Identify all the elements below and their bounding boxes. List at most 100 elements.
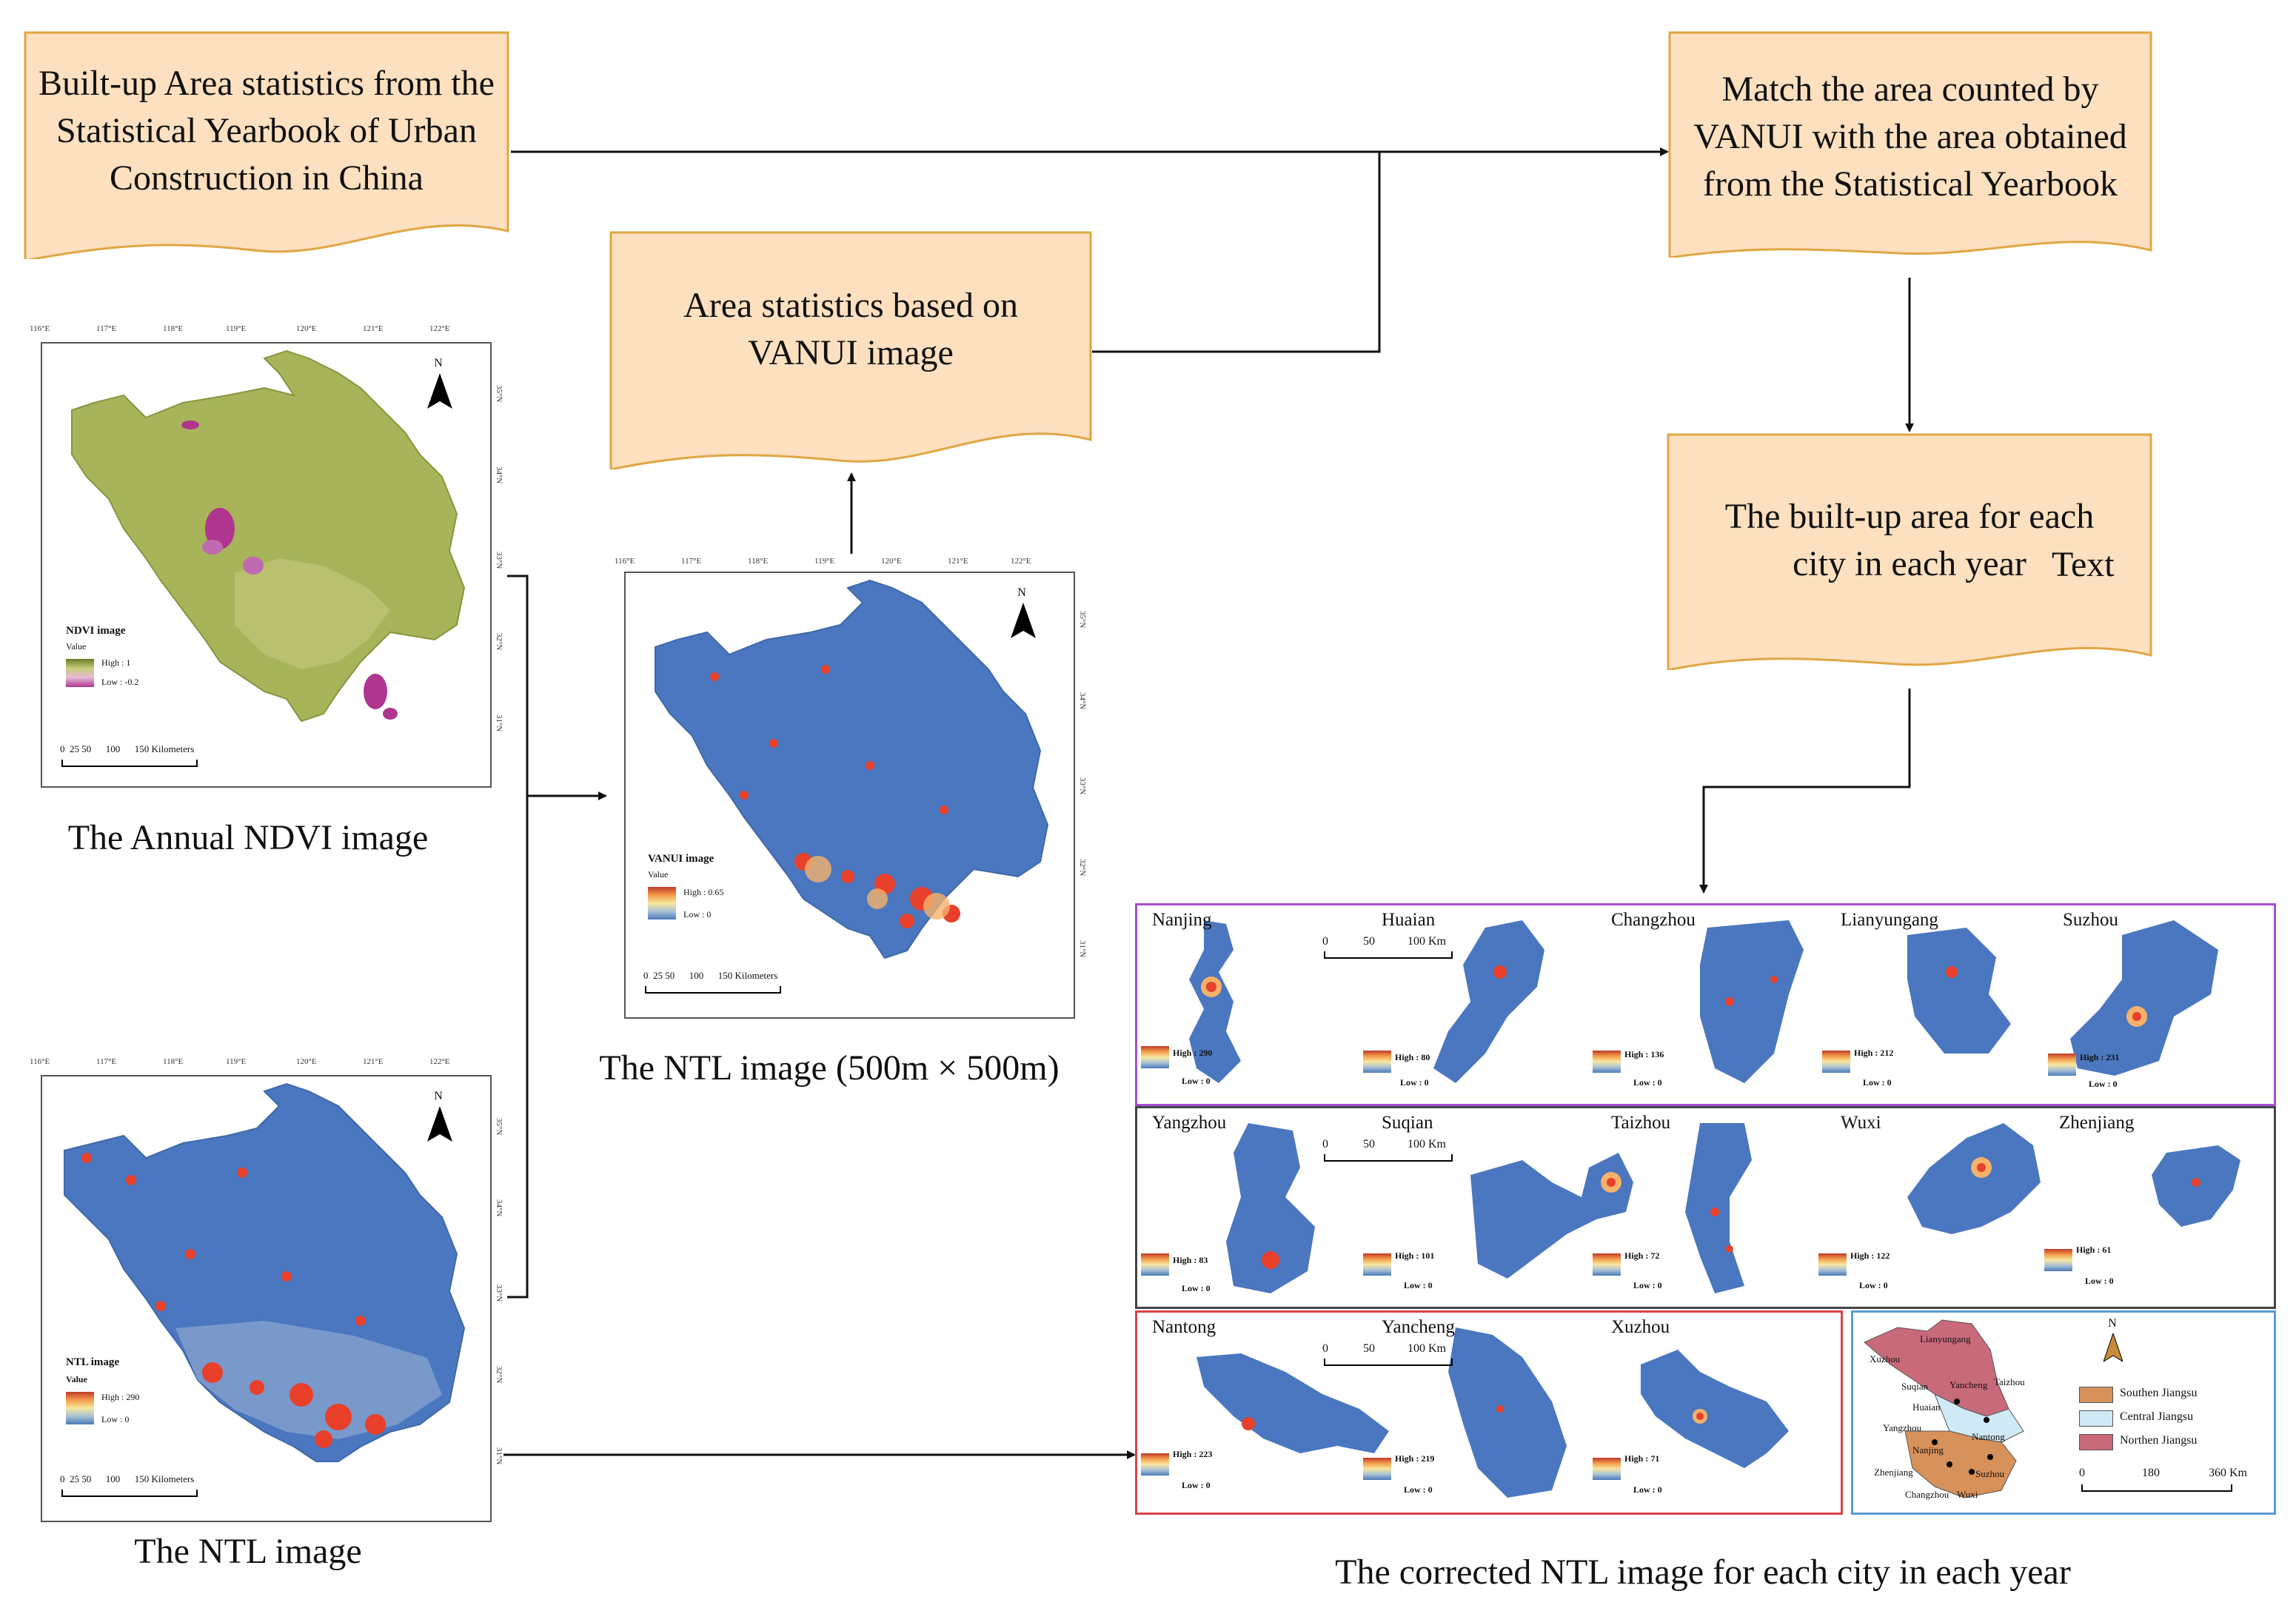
area-vanui-text: Area statistics based on VANUI image xyxy=(683,285,1018,372)
region-city-label: Yangzhou xyxy=(1883,1422,1922,1433)
lat-tick: 32°N xyxy=(495,1366,503,1384)
legend-high: High : 212 xyxy=(1854,1048,1894,1058)
region-city-label: Wuxi xyxy=(1957,1489,1978,1500)
legend-ramp xyxy=(1141,1046,1169,1068)
legend-high: High : 80 xyxy=(1395,1052,1430,1062)
scale-tick: 0 xyxy=(2079,1467,2085,1479)
legend-ramp xyxy=(1593,1051,1621,1073)
north-arrow-icon xyxy=(427,1106,452,1142)
legend-low: Low : 0 xyxy=(1863,1077,1892,1088)
scale-tick: 100 Km xyxy=(1408,1138,1446,1151)
legend-ramp xyxy=(2044,1249,2072,1271)
legend-low: Low : 0 xyxy=(1633,1077,1662,1088)
lon-tick: 119°E xyxy=(226,1057,247,1066)
region-city-label: Changzhou xyxy=(1905,1489,1949,1500)
scale-tick: 360 Km xyxy=(2209,1467,2247,1479)
lat-tick: 35°N xyxy=(495,1118,503,1136)
scale-tick: 0 xyxy=(1322,1138,1328,1151)
city-name: Suzhou xyxy=(2063,910,2118,930)
panel-row2: Yangzhou Suqian Taizhou Wuxi Zhenjiang 0… xyxy=(1135,1106,2276,1309)
legend-high: High : 290 xyxy=(101,1392,140,1402)
panel-row1: Nanjing Huaian Changzhou Lianyungang Suz… xyxy=(1135,903,2276,1106)
scale-label: 0 25 50 100 150 Kilometers xyxy=(60,1473,195,1484)
legend-low: Low : 0 xyxy=(1182,1480,1211,1490)
match-area-box: Match the area counted by VANUI with the… xyxy=(1668,31,2152,258)
scale-bar xyxy=(61,760,198,767)
legend-title: NTL image xyxy=(66,1356,120,1368)
legend-ramp xyxy=(1363,1458,1391,1480)
area-vanui-box: Area statistics based on VANUI image xyxy=(609,231,1092,469)
row2-city-shapes xyxy=(1226,1123,2240,1293)
legend-ramp xyxy=(1141,1253,1169,1276)
legend-high: High : 71 xyxy=(1624,1453,1660,1464)
legend-low: Low : 0 xyxy=(1182,1283,1211,1293)
legend-swatch xyxy=(2079,1434,2113,1450)
legend-high: High : 231 xyxy=(2080,1052,2120,1062)
scale-tick: 0 xyxy=(1322,935,1328,948)
lon-tick: 118°E xyxy=(163,1057,184,1066)
region-city-label: Nantong xyxy=(1972,1431,2005,1442)
north-label: N xyxy=(1017,586,1026,599)
lon-tick: 119°E xyxy=(226,324,247,333)
legend-low: Low : -0.2 xyxy=(101,677,139,687)
builtup-area-box: The built-up area for each city in each … xyxy=(1667,433,2152,670)
scale-tick: 100 Km xyxy=(1408,1342,1446,1355)
lon-tick: 122°E xyxy=(429,324,450,333)
lat-tick: 34°N xyxy=(495,466,503,484)
lat-tick: 31°N xyxy=(495,1447,503,1465)
city-name: Changzhou xyxy=(1611,910,1696,930)
lat-tick: 35°N xyxy=(1078,611,1087,629)
legend-high: High : 136 xyxy=(1624,1049,1664,1059)
scale-tick: 0 xyxy=(1322,1342,1328,1355)
lat-tick: 33°N xyxy=(495,552,503,569)
ntl500-caption: The NTL image (500m × 500m) xyxy=(599,1048,1060,1088)
ntl-caption: The NTL image xyxy=(134,1532,362,1571)
region-city-label: Huaian xyxy=(1912,1401,1941,1413)
legend-label: Southen Jiangsu xyxy=(2120,1387,2198,1399)
corrected-caption: The corrected NTL image for each city in… xyxy=(1335,1553,2071,1592)
lon-tick: 117°E xyxy=(96,324,117,333)
legend-low: Low : 0 xyxy=(1404,1484,1433,1495)
match-area-text: Match the area counted by VANUI with the… xyxy=(1693,69,2127,204)
legend-ramp xyxy=(66,659,94,687)
region-city-label: Lianyungang xyxy=(1920,1333,1971,1344)
lat-tick: 31°N xyxy=(495,714,503,732)
legend-high: High : 61 xyxy=(2076,1245,2112,1255)
lat-tick: 34°N xyxy=(495,1199,503,1217)
north-label: N xyxy=(434,357,443,369)
legend-high: High : 72 xyxy=(1624,1250,1660,1261)
legend-label: Northen Jiangsu xyxy=(2120,1434,2198,1447)
legend-high: High : 83 xyxy=(1173,1255,1208,1265)
legend-high: High : 122 xyxy=(1850,1250,1890,1261)
builtup-area-textwrap: The built-up area for each city in each … xyxy=(1667,433,2152,648)
city-name: Suqian xyxy=(1382,1113,1433,1133)
north-label: N xyxy=(2108,1317,2117,1330)
ntl-map-shape xyxy=(64,1082,466,1462)
legend-low: Low : 0 xyxy=(2089,1079,2118,1089)
north-arrow-icon xyxy=(1011,603,1036,638)
scale-tick: 180 xyxy=(2142,1467,2160,1479)
city-name: Xuzhou xyxy=(1611,1317,1670,1337)
scale-label: 0 25 50 100 150 Kilometers xyxy=(643,970,778,981)
lon-tick: 119°E xyxy=(814,557,835,566)
legend-swatch xyxy=(2079,1410,2113,1427)
lon-tick: 121°E xyxy=(948,557,968,566)
legend-label: Central Jiangsu xyxy=(2120,1410,2194,1423)
legend-title: VANUI image xyxy=(648,853,714,865)
row1-city-shapes xyxy=(1189,920,2218,1083)
legend-value: Value xyxy=(648,869,669,880)
vanui-map-shape xyxy=(655,579,1049,959)
scale-bar xyxy=(1324,1359,1453,1366)
scale-label: 0 25 50 100 150 Kilometers xyxy=(60,743,195,754)
region-city-label: Taizhou xyxy=(1994,1376,2025,1387)
legend-high: High : 219 xyxy=(1395,1453,1435,1464)
legend-high: High : 1 xyxy=(101,657,131,668)
stat-yearbook-text: Built-up Area statistics from the Statis… xyxy=(39,64,495,198)
scale-bar xyxy=(2081,1484,2232,1492)
city-name: Yancheng xyxy=(1382,1317,1455,1337)
lon-tick: 120°E xyxy=(881,557,902,566)
legend-high: High : 223 xyxy=(1173,1449,1213,1459)
city-name: Yangzhou xyxy=(1152,1113,1227,1133)
scale-bar xyxy=(1324,1154,1453,1162)
city-name: Taizhou xyxy=(1611,1113,1671,1133)
